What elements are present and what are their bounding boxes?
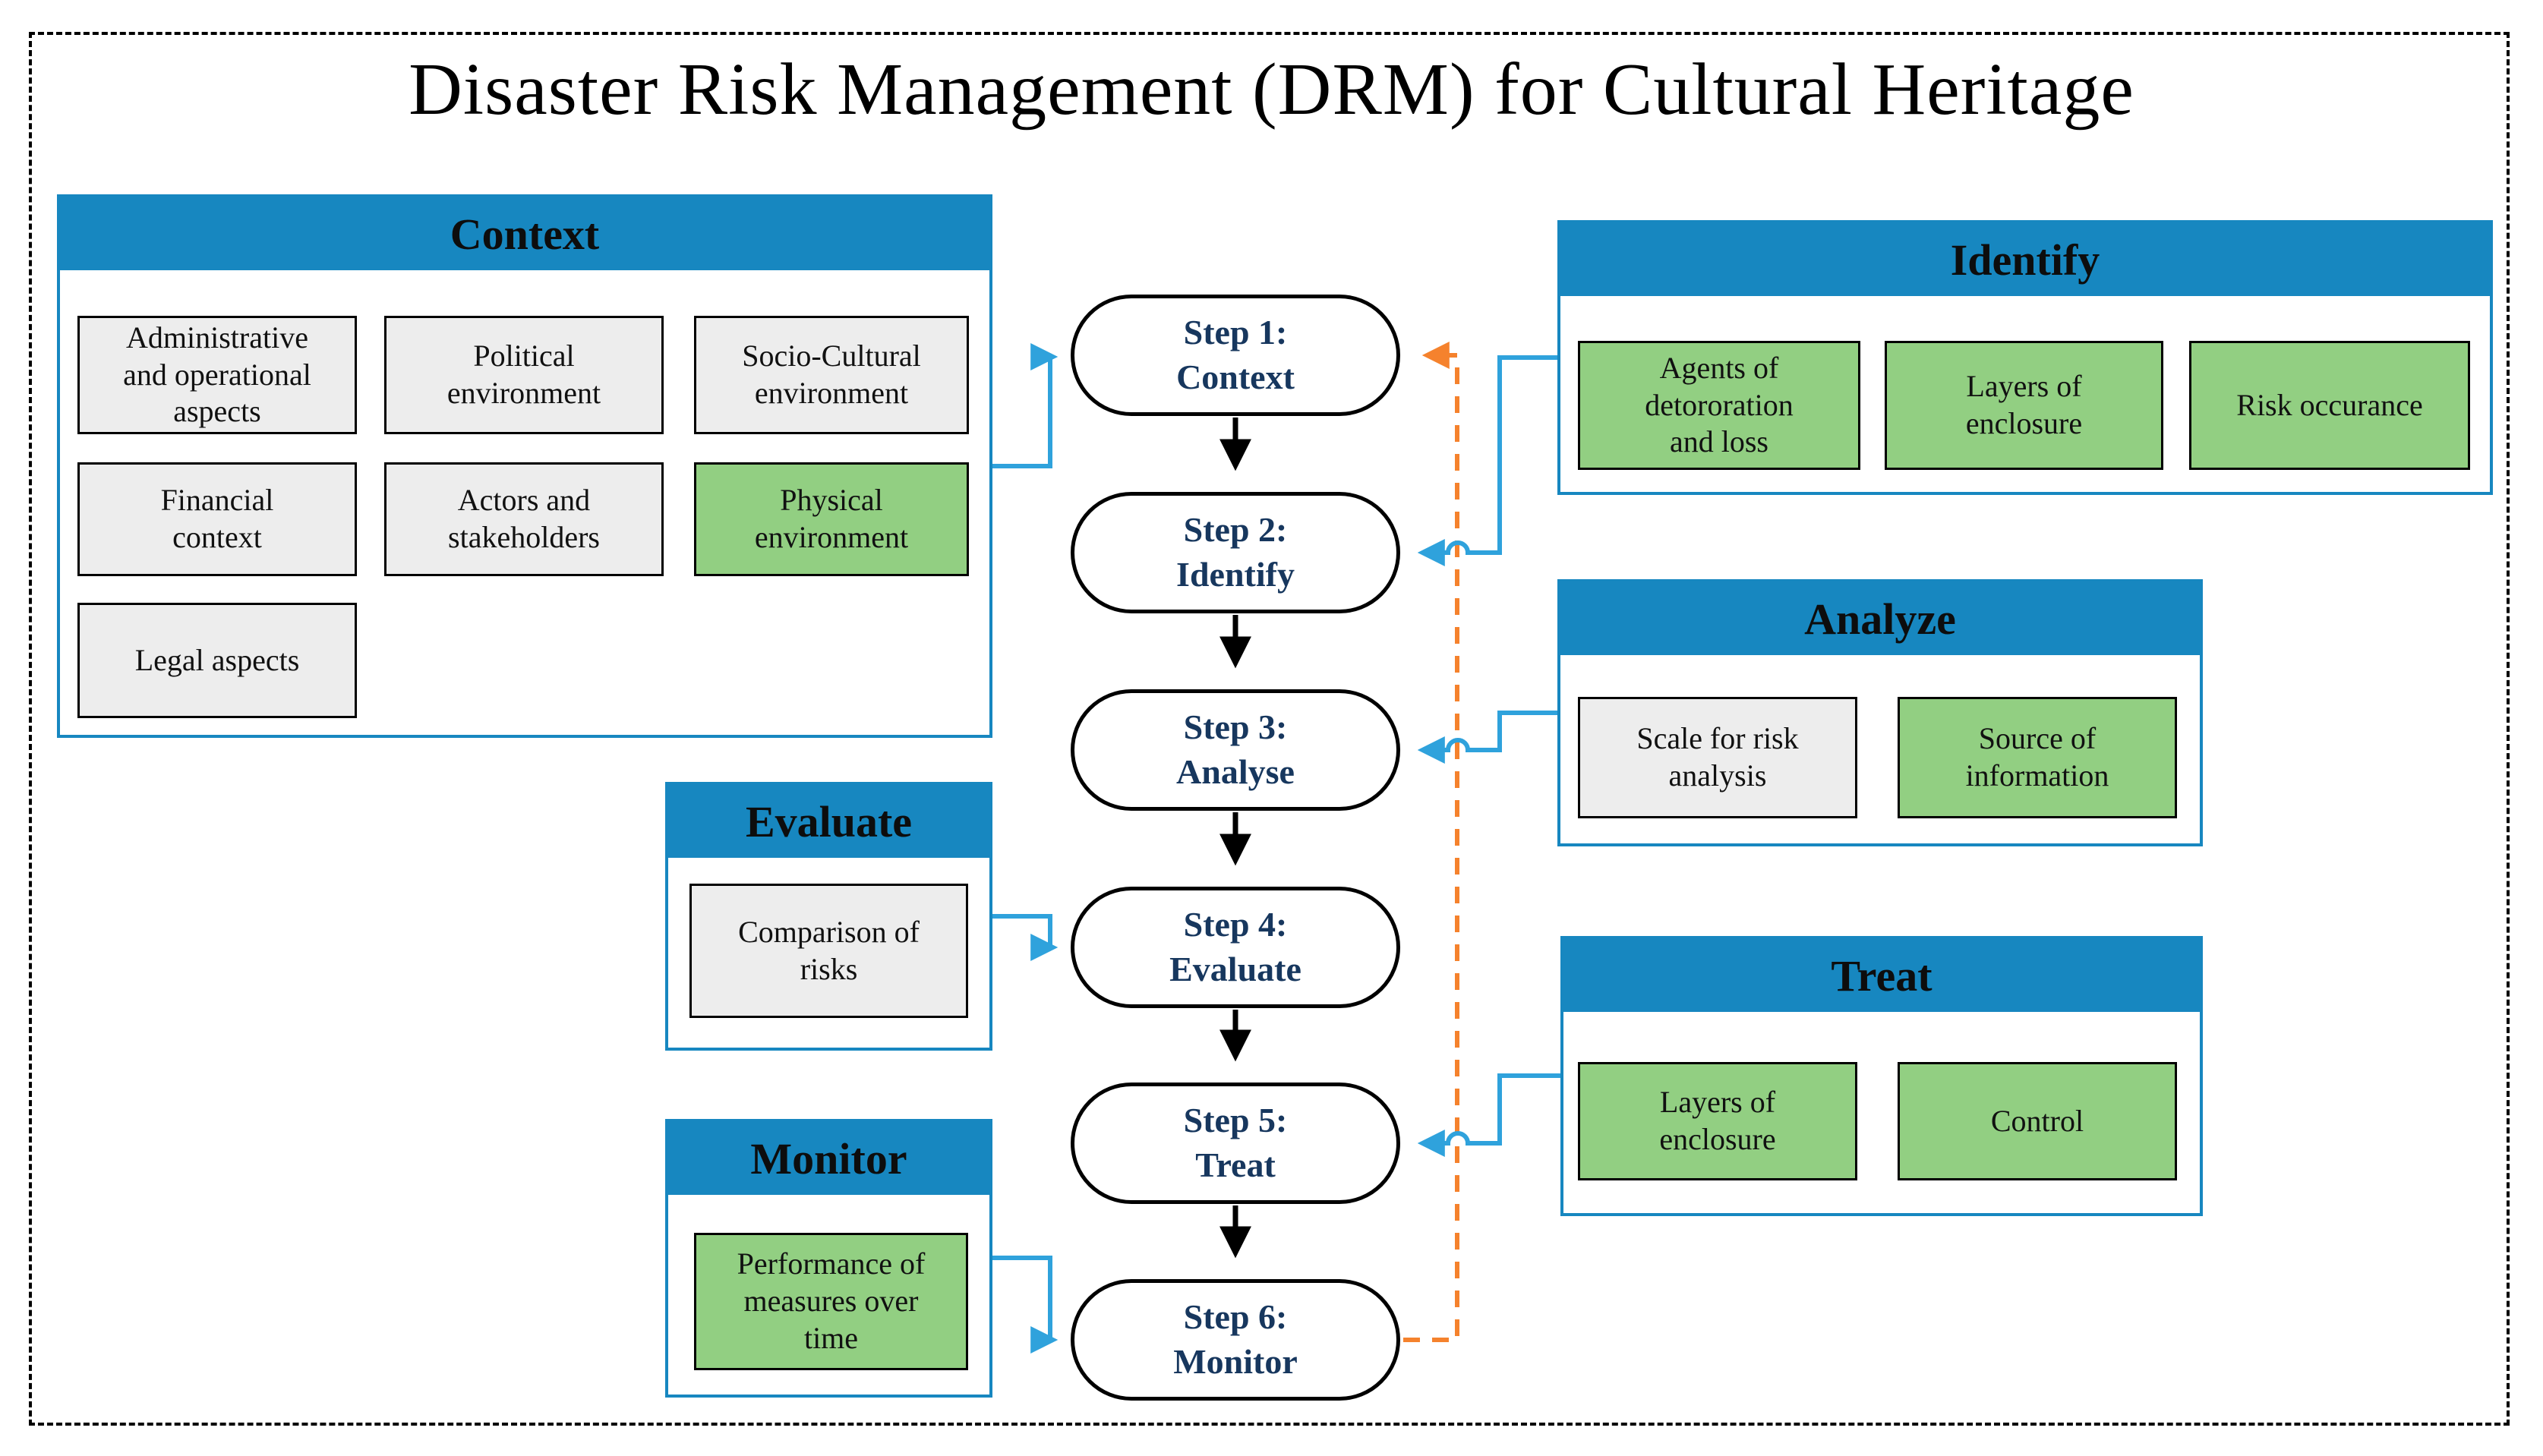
monitor-panel: Monitor Performance of measures over tim…: [665, 1119, 992, 1398]
treat-header: Treat: [1563, 939, 2200, 1012]
monitor-header: Monitor: [668, 1122, 989, 1195]
item-physical-environment: Physical environment: [694, 462, 969, 576]
outer-dashed-border: [29, 32, 2510, 1426]
item-socio-cultural-environment: Socio-Cultural environment: [694, 316, 969, 434]
item-source-of-information: Source of information: [1898, 697, 2177, 818]
item-performance-of-measures: Performance of measures over time: [694, 1233, 968, 1370]
item-control: Control: [1898, 1062, 2177, 1180]
item-political-environment: Political environment: [384, 316, 664, 434]
context-panel: Context Administrative and operational a…: [57, 194, 992, 738]
analyze-header: Analyze: [1560, 582, 2200, 655]
evaluate-header: Evaluate: [668, 785, 989, 858]
step-6-monitor: Step 6: Monitor: [1071, 1279, 1400, 1401]
item-comparison-of-risks: Comparison of risks: [689, 884, 968, 1018]
step-4-evaluate: Step 4: Evaluate: [1071, 887, 1400, 1008]
item-legal-aspects: Legal aspects: [77, 603, 357, 718]
item-layers-of-enclosure-treat: Layers of enclosure: [1578, 1062, 1857, 1180]
item-administrative-operational-aspects: Administrative and operational aspects: [77, 316, 357, 434]
item-actors-stakeholders: Actors and stakeholders: [384, 462, 664, 576]
item-layers-of-enclosure-identify: Layers of enclosure: [1885, 341, 2163, 470]
identify-header: Identify: [1560, 223, 2490, 296]
analyze-panel: Analyze Scale for risk analysis Source o…: [1557, 579, 2203, 846]
item-financial-context: Financial context: [77, 462, 357, 576]
evaluate-panel: Evaluate Comparison of risks: [665, 782, 992, 1051]
step-1-context: Step 1: Context: [1071, 295, 1400, 416]
item-risk-occurrence: Risk occurance: [2189, 341, 2470, 470]
context-header: Context: [60, 197, 989, 270]
item-agents-of-deterioration: Agents of detororation and loss: [1578, 341, 1860, 470]
treat-panel: Treat Layers of enclosure Control: [1560, 936, 2203, 1216]
diagram-title: Disaster Risk Management (DRM) for Cultu…: [409, 49, 2134, 131]
step-2-identify: Step 2: Identify: [1071, 492, 1400, 613]
identify-panel: Identify Agents of detororation and loss…: [1557, 220, 2493, 495]
step-5-treat: Step 5: Treat: [1071, 1083, 1400, 1204]
step-3-analyse: Step 3: Analyse: [1071, 689, 1400, 811]
item-scale-for-risk-analysis: Scale for risk analysis: [1578, 697, 1857, 818]
